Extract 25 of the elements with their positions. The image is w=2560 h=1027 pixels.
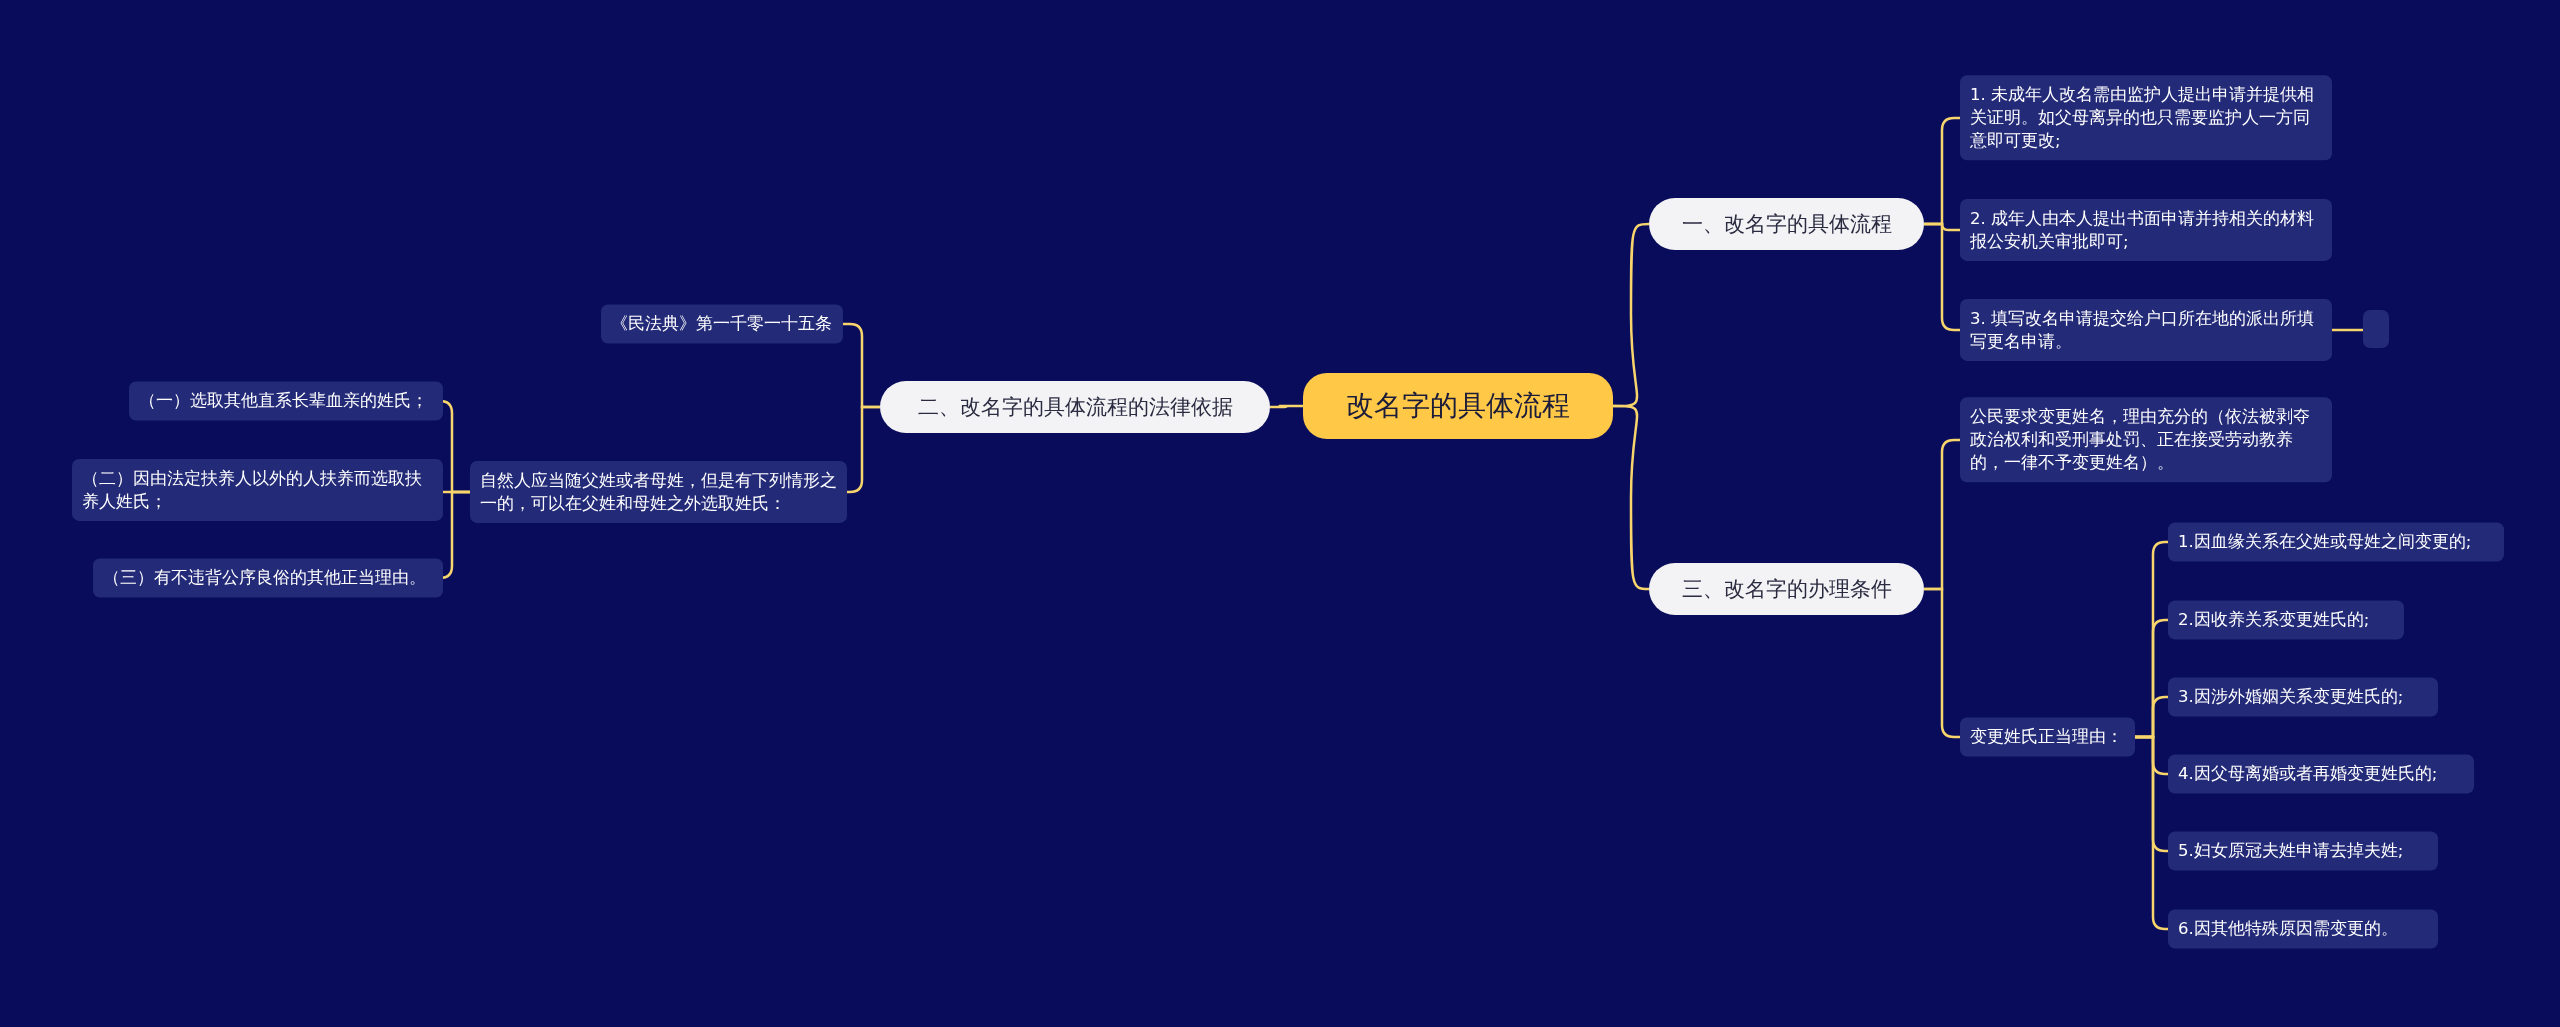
- connector-line: [2332, 328, 2363, 332]
- empty-box: [2363, 310, 2389, 348]
- branch-topic-text: 一、改名字的具体流程: [1680, 211, 1893, 238]
- connector-line: [1924, 587, 1960, 739]
- leaf-card-text: 《民法典》第一千零一十五条: [611, 313, 833, 336]
- central-topic-text: 改名字的具体流程: [1345, 388, 1571, 424]
- leaf-card-text: 2. 成年人由本人提出书面申请并持相关的材料报公安机关审批即可;: [1970, 207, 2315, 253]
- leaf-card-text: 公民要求变更姓名，理由充分的（依法被剥夺政治权利和受刑事处罚、正在接受劳动教养的，一律不予变更姓名）。: [1970, 406, 2311, 475]
- connector-line: [1270, 404, 1303, 409]
- leaf-card-text: 变更姓氏正当理由：: [1970, 726, 2124, 749]
- leaf-card-text: 1.因血缘关系在父姓或母姓之间变更的;: [2178, 531, 2473, 554]
- branch-topic-text: 三、改名字的办理条件: [1680, 576, 1893, 603]
- leaf-card-text: 自然人应当随父姓或者母姓，但是有下列情形之一的，可以在父姓和母姓之外选取姓氏：: [480, 469, 837, 515]
- connector-line: [1613, 404, 1649, 591]
- leaf-card-text: （二）因由法定扶养人以外的人扶养而选取扶养人姓氏；: [82, 467, 423, 513]
- leaf-card-text: 4.因父母离婚或者再婚变更姓氏的;: [2178, 763, 2439, 786]
- leaf-card-text: 2.因收养关系变更姓氏的;: [2178, 609, 2371, 632]
- leaf-card-text: 3.因涉外婚姻关系变更姓氏的;: [2178, 686, 2405, 709]
- leaf-card-text: 6.因其他特殊原因需变更的。: [2178, 918, 2399, 941]
- leaf-card-text: 1. 未成年人改名需由监护人提出申请并提供相关证明。如父母离异的也只需要监护人一方同意即可更改;: [1970, 84, 2315, 153]
- leaf-card-text: （一）选取其他直系长辈血亲的姓氏；: [139, 390, 429, 413]
- leaf-card-text: （三）有不违背公序良俗的其他正当理由。: [103, 567, 427, 590]
- leaf-card-text: 3. 填写改名申请提交给户口所在地的派出所填写更名申请。: [1970, 307, 2315, 353]
- branch-topic-text: 二、改名字的具体流程的法律依据: [916, 394, 1234, 421]
- leaf-card-text: 5.妇女原冠夫姓申请去掉夫姓;: [2178, 840, 2405, 863]
